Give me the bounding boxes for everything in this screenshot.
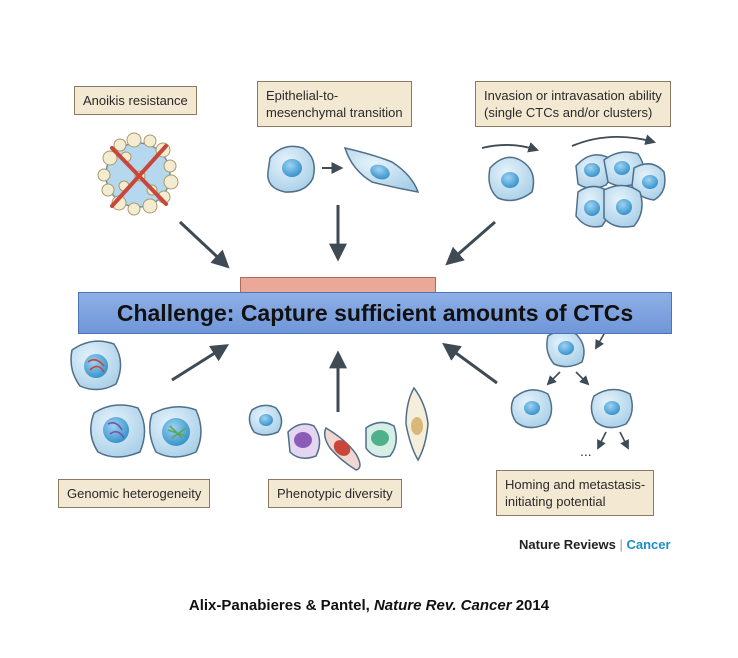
- citation-authors: Alix-Panabieres & Pantel,: [188, 597, 374, 614]
- label-phenotypic: Phenotypic diversity: [268, 479, 402, 508]
- journal-section: Cancer: [626, 537, 671, 552]
- invasive-cell-icon: [481, 142, 540, 202]
- genomic-cells-icon: [70, 340, 202, 458]
- center-box: [240, 277, 436, 293]
- citation: Alix-Panabieres & Pantel, Nature Rev. Ca…: [0, 597, 738, 614]
- ctc-cluster-icon: [571, 134, 666, 228]
- anoikis-cell-icon: [97, 132, 179, 216]
- journal-separator: |: [619, 537, 623, 552]
- homing-cells-icon: [510, 330, 633, 450]
- label-homing: Homing and metastasis- initiating potent…: [496, 470, 655, 516]
- arrow-invasion: [445, 220, 496, 266]
- arrow-genomic: [171, 344, 230, 382]
- challenge-banner: Challenge: Capture sufficient amounts of…: [78, 292, 672, 334]
- mesenchymal-cell-icon: [343, 146, 420, 193]
- label-invasion: Invasion or intravasation ability (singl…: [475, 81, 671, 127]
- label-genomic: Genomic heterogeneity: [58, 479, 211, 508]
- citation-journal: Nature Rev. Cancer: [373, 597, 512, 614]
- journal-credit: Nature Reviews | Cancer: [519, 537, 671, 552]
- arrow-homing: [442, 342, 498, 385]
- epithelial-cell-icon: [267, 145, 315, 193]
- phenotypic-cells-icon: [248, 386, 429, 471]
- arrow-anoikis: [178, 220, 230, 269]
- citation-year: 2014: [511, 597, 550, 614]
- label-anoikis: Anoikis resistance: [74, 86, 197, 115]
- ellipsis-text: ...: [580, 443, 592, 459]
- journal-name: Nature Reviews: [519, 537, 616, 552]
- label-emt: Epithelial-to- mesenchymal transition: [257, 81, 412, 127]
